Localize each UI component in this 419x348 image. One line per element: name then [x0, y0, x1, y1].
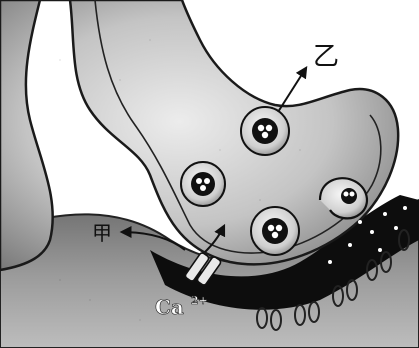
label-ion-charge: 2+	[191, 294, 208, 307]
vesicle-top	[241, 107, 289, 155]
label-yi: 乙	[313, 42, 339, 72]
vesicle-left	[181, 162, 225, 206]
label-jia: 甲	[92, 221, 112, 245]
vesicle-bottom	[251, 207, 299, 255]
label-ion-symbol: Ca	[155, 295, 184, 319]
